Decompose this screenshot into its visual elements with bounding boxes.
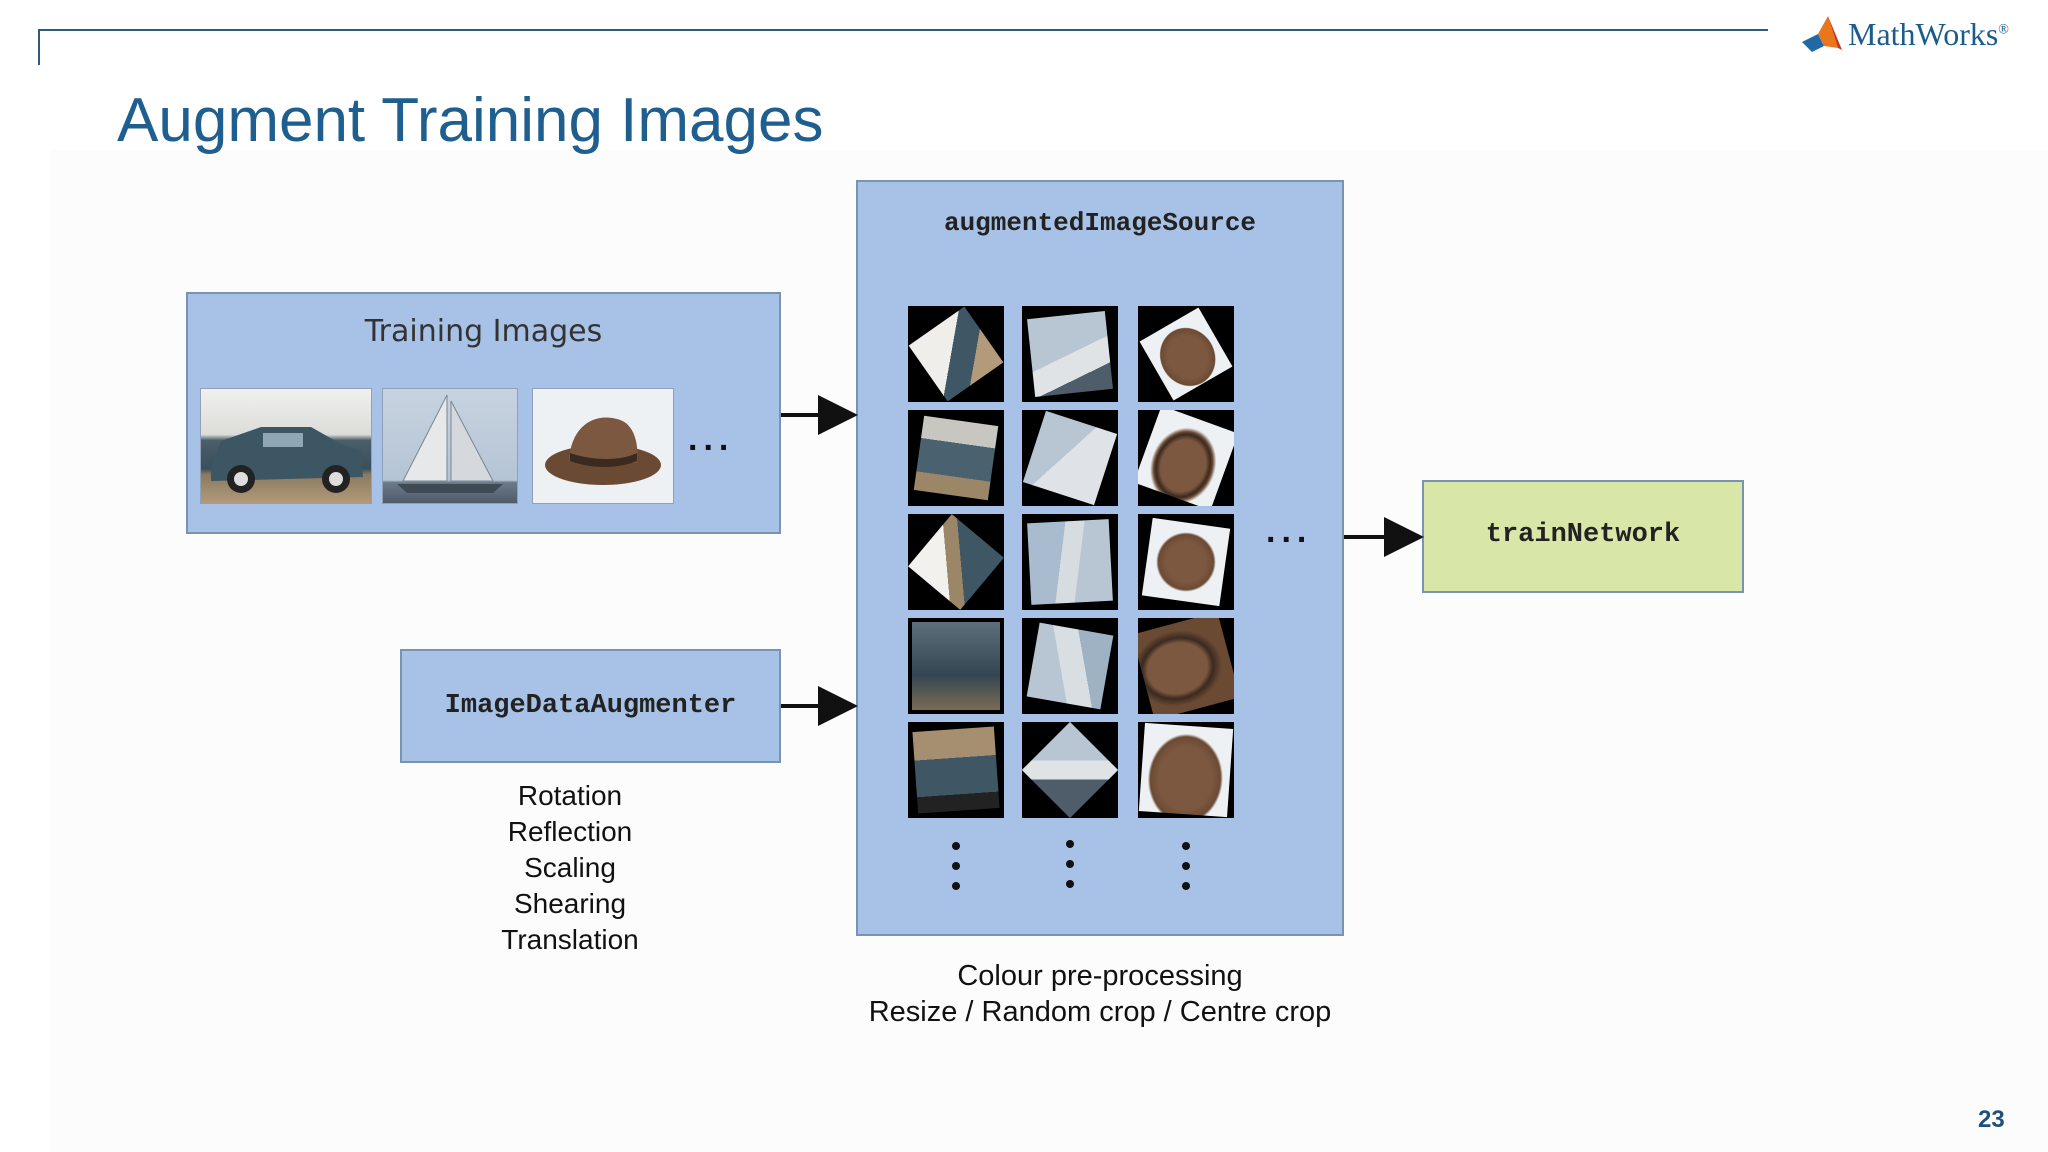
operation-translation: Translation (501, 924, 639, 955)
augmented-boat-3 (1022, 514, 1118, 610)
column-2-more-dots (1066, 840, 1076, 900)
training-images-label: Training Images (364, 314, 603, 349)
car-image (200, 388, 372, 504)
train-network-box: trainNetwork (1422, 480, 1744, 593)
hat-icon (545, 417, 661, 485)
training-more-dots: ... (688, 420, 735, 458)
brand-name: MathWorks® (1848, 16, 2009, 53)
augmented-hat-1 (1138, 306, 1234, 402)
training-images-box: Training Images ... (186, 292, 781, 534)
hat-image (532, 388, 674, 504)
car-icon (211, 427, 363, 493)
brand-name-text: MathWorks (1848, 15, 1999, 52)
operation-scaling: Scaling (524, 852, 616, 883)
header-rule-tick (38, 29, 40, 65)
sailboat-image (382, 388, 518, 504)
caption-line-2: Resize / Random crop / Centre crop (868, 996, 1332, 1028)
caption-line-1: Colour pre-processing (957, 960, 1243, 992)
augmented-boat-5 (1022, 722, 1118, 818)
augmented-hat-4 (1138, 618, 1234, 714)
page-number: 23 (1978, 1106, 2005, 1133)
image-data-augmenter-box: ImageDataAugmenter (400, 649, 781, 763)
image-data-augmenter-label: ImageDataAugmenter (444, 691, 737, 721)
operation-reflection: Reflection (507, 816, 633, 847)
column-3-more-dots (1182, 842, 1192, 902)
augmentation-operations-list: Rotation Reflection Scaling Shearing Tra… (470, 778, 670, 958)
augmented-image-source-box: augmentedImageSource ... (856, 180, 1344, 936)
augmented-boat-1 (1022, 306, 1118, 402)
augmented-image-source-label: augmentedImageSource (943, 208, 1257, 238)
slide-title: Augment Training Images (117, 86, 824, 155)
augmented-car-3 (908, 514, 1004, 610)
membrane-logo-icon (1802, 16, 1842, 52)
augmented-car-1 (908, 306, 1004, 402)
augmented-hat-5 (1138, 722, 1234, 818)
augmented-boat-2 (1022, 410, 1118, 506)
operation-shearing: Shearing (513, 888, 627, 919)
brand-registered-mark: ® (1998, 21, 2009, 37)
augmented-car-5 (908, 722, 1004, 818)
preprocessing-caption: Colour pre-processing Resize / Random cr… (820, 958, 1380, 1030)
mathworks-logo: MathWorks® (1800, 12, 2009, 56)
augmented-hat-3 (1138, 514, 1234, 610)
operation-rotation: Rotation (517, 780, 623, 811)
augmented-hat-2 (1138, 410, 1234, 506)
augmented-more-dots: ... (1266, 512, 1313, 550)
column-1-more-dots (952, 842, 962, 902)
augmented-car-4 (908, 618, 1004, 714)
sailboat-icon (397, 394, 503, 493)
augmented-boat-4 (1022, 618, 1118, 714)
augmented-car-2 (908, 410, 1004, 506)
train-network-label: trainNetwork (1485, 520, 1681, 550)
header-rule (38, 29, 1768, 31)
